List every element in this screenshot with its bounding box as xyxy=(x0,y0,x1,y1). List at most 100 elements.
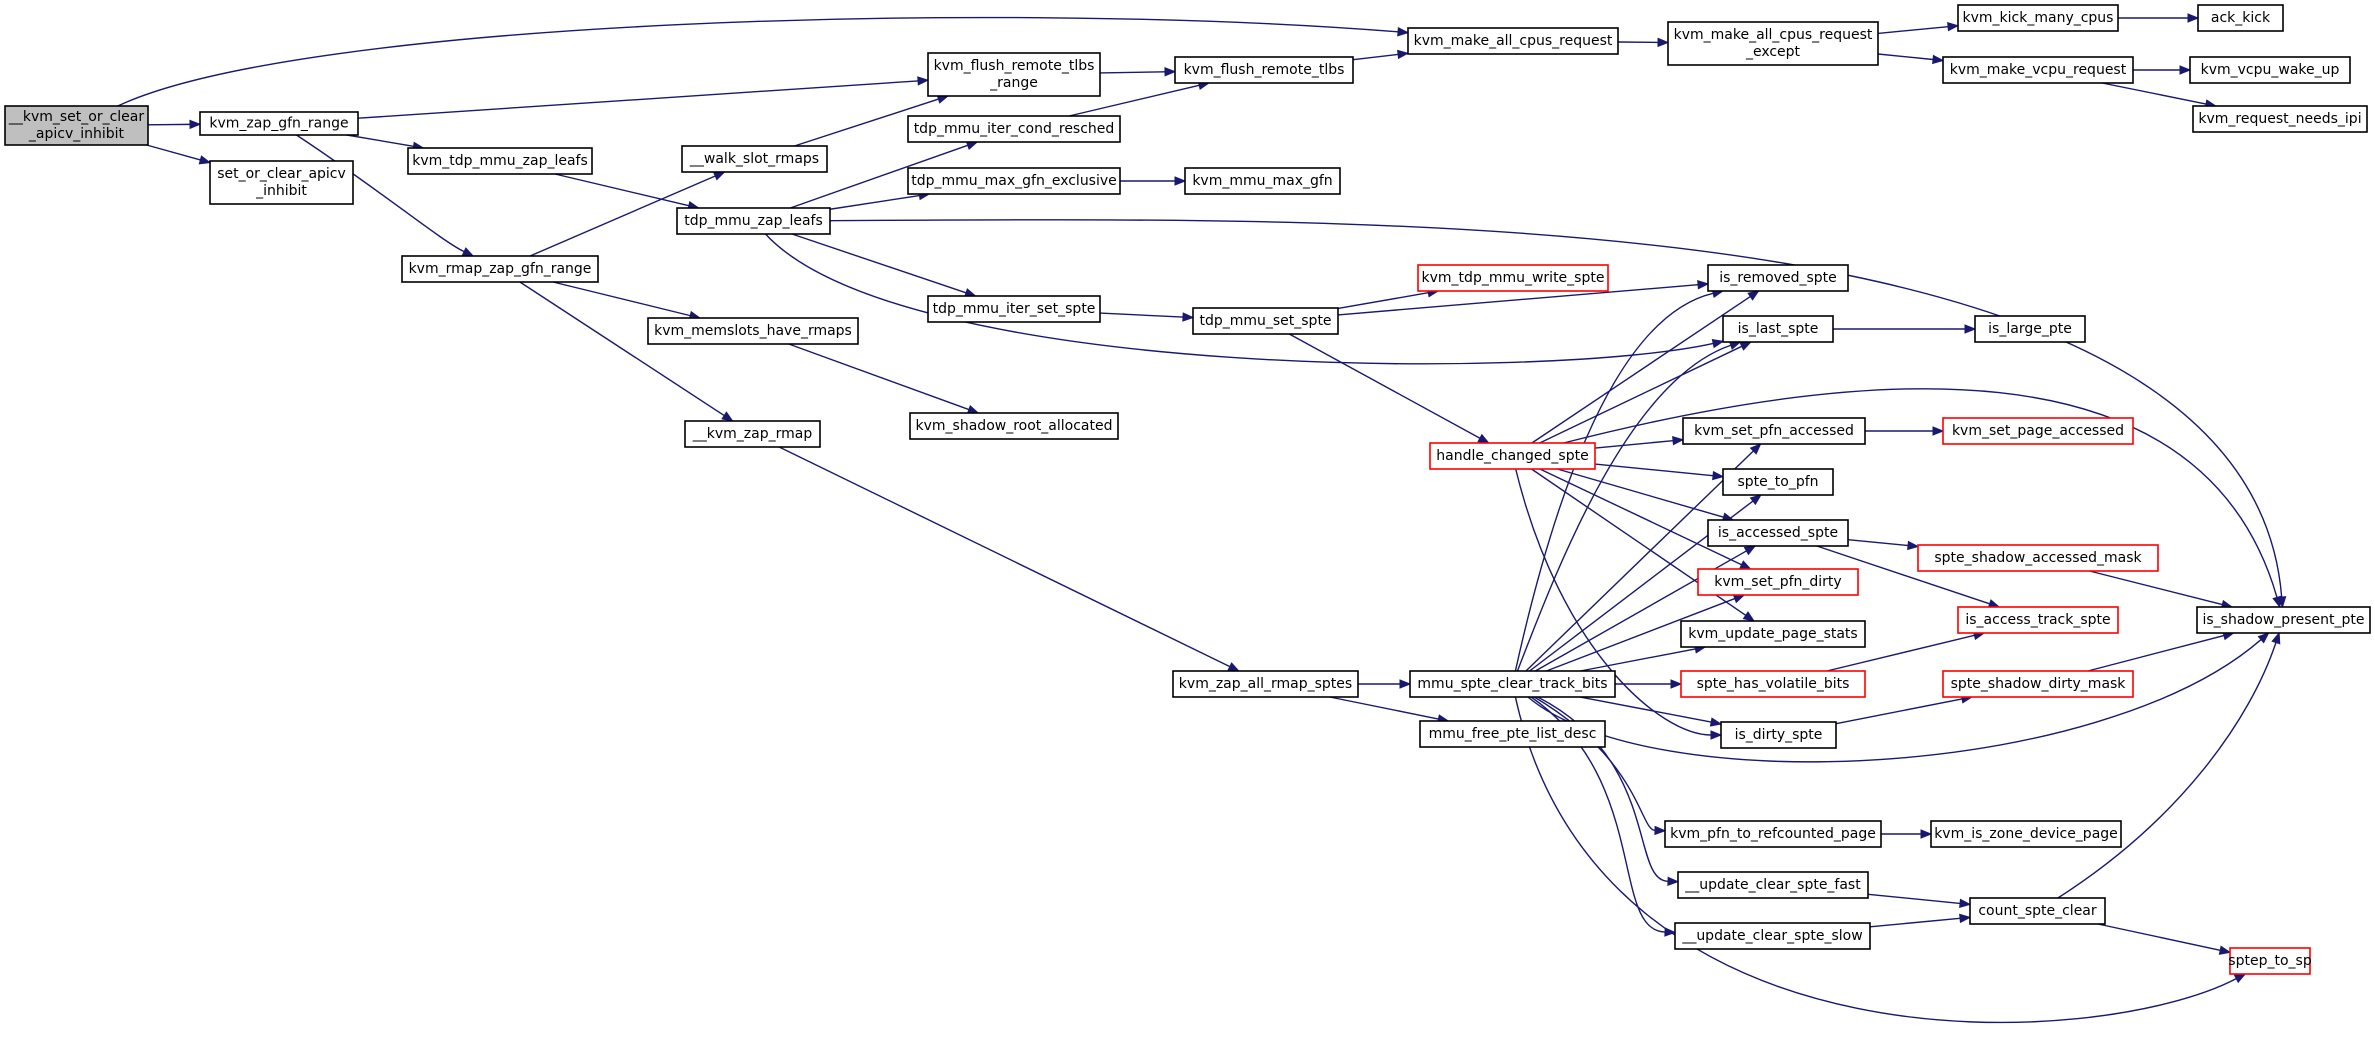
node-box[interactable] xyxy=(1184,167,1341,195)
function-node-kick_many_cpus[interactable]: kvm_kick_many_cpus xyxy=(1957,4,2119,32)
function-node-tdp_mmu_zap_leafs[interactable]: tdp_mmu_zap_leafs xyxy=(676,207,831,235)
node-box[interactable] xyxy=(1174,56,1354,84)
function-node-spte_shadow_dirty_mask[interactable]: spte_shadow_dirty_mask xyxy=(1942,670,2134,698)
node-box[interactable] xyxy=(927,52,1101,97)
node-box[interactable] xyxy=(676,207,831,235)
node-box[interactable] xyxy=(927,295,1101,323)
node-box[interactable] xyxy=(907,167,1121,195)
function-node-shadow_root_allocated[interactable]: kvm_shadow_root_allocated xyxy=(909,412,1119,440)
function-node-is_dirty_spte[interactable]: is_dirty_spte xyxy=(1720,721,1837,749)
function-node-zap_all_rmap_sptes[interactable]: kvm_zap_all_rmap_sptes xyxy=(1172,670,1359,698)
node-box[interactable] xyxy=(2192,105,2368,133)
node-box[interactable] xyxy=(1680,620,1866,648)
node-box[interactable] xyxy=(1697,568,1859,596)
node-box[interactable] xyxy=(1409,670,1616,698)
function-node-spte_has_volatile_bits[interactable]: spte_has_volatile_bits xyxy=(1680,670,1866,698)
function-node-mmu_max_gfn[interactable]: kvm_mmu_max_gfn xyxy=(1184,167,1341,195)
function-node-walk_slot_rmaps[interactable]: __walk_slot_rmaps xyxy=(681,145,828,173)
function-node-memslots_have_rmaps[interactable]: kvm_memslots_have_rmaps xyxy=(647,317,859,345)
function-node-mmu_free_pte_list_desc[interactable]: mmu_free_pte_list_desc xyxy=(1419,720,1606,748)
node-box[interactable] xyxy=(1917,544,2159,572)
node-box[interactable] xyxy=(1664,820,1882,848)
function-node-ack_kick[interactable]: ack_kick xyxy=(2197,4,2284,32)
function-node-count_spte_clear[interactable]: count_spte_clear xyxy=(1969,897,2106,925)
function-node-tdp_zap_leafs[interactable]: kvm_tdp_mmu_zap_leafs xyxy=(407,147,593,175)
node-box[interactable] xyxy=(1674,922,1871,950)
function-node-max_gfn_exclusive[interactable]: tdp_mmu_max_gfn_exclusive xyxy=(907,167,1121,195)
function-node-spte_to_pfn[interactable]: spte_to_pfn xyxy=(1722,468,1834,496)
node-box[interactable] xyxy=(647,317,859,345)
function-node-tdp_mmu_set_spte[interactable]: tdp_mmu_set_spte xyxy=(1192,307,1339,335)
function-node-is_last_spte[interactable]: is_last_spte xyxy=(1722,315,1834,343)
function-node-tdp_mmu_write_spte[interactable]: kvm_tdp_mmu_write_spte xyxy=(1417,264,1609,292)
function-node-cond_resched[interactable]: tdp_mmu_iter_cond_resched xyxy=(907,115,1121,143)
function-node-iter_set_spte[interactable]: tdp_mmu_iter_set_spte xyxy=(927,295,1101,323)
node-box[interactable] xyxy=(1419,720,1606,748)
function-node-zap_gfn_range[interactable]: kvm_zap_gfn_range xyxy=(199,111,359,136)
node-box[interactable] xyxy=(1417,264,1609,292)
node-box[interactable] xyxy=(1680,670,1866,698)
node-box[interactable] xyxy=(681,145,828,173)
function-node-pfn_to_refcounted_page[interactable]: kvm_pfn_to_refcounted_page xyxy=(1664,820,1882,848)
function-node-sptep_to_sp[interactable]: sptep_to_sp xyxy=(2228,947,2312,975)
node-box[interactable] xyxy=(1707,264,1849,292)
function-node-is_zone_device_page[interactable]: kvm_is_zone_device_page xyxy=(1930,820,2122,848)
node-box[interactable] xyxy=(1707,519,1849,547)
function-node-make_vcpu_request[interactable]: kvm_make_vcpu_request xyxy=(1942,56,2134,84)
node-box[interactable] xyxy=(401,255,599,283)
function-node-make_all_cpus_request[interactable]: kvm_make_all_cpus_request xyxy=(1407,27,1619,55)
node-box[interactable] xyxy=(209,160,354,205)
function-node-is_access_track_spte[interactable]: is_access_track_spte xyxy=(1957,606,2119,634)
function-node-is_large_pte[interactable]: is_large_pte xyxy=(1974,315,2086,343)
node-box[interactable] xyxy=(907,115,1121,143)
function-node-handle_changed_spte[interactable]: handle_changed_spte xyxy=(1429,442,1596,470)
node-box[interactable] xyxy=(1722,468,1834,496)
node-box[interactable] xyxy=(1667,21,1879,66)
node-box[interactable] xyxy=(1682,417,1866,445)
node-box[interactable] xyxy=(909,412,1119,440)
node-box[interactable] xyxy=(1942,56,2134,84)
function-node-is_shadow_present_pte[interactable]: is_shadow_present_pte xyxy=(2196,606,2371,634)
node-box[interactable] xyxy=(2189,56,2351,84)
node-box[interactable] xyxy=(1192,307,1339,335)
node-box[interactable] xyxy=(1429,442,1596,470)
function-node-all_cpus_request_except[interactable]: kvm_make_all_cpus_request_except xyxy=(1667,21,1879,66)
function-node-is_removed_spte[interactable]: is_removed_spte xyxy=(1707,264,1849,292)
function-node-vcpu_wake_up[interactable]: kvm_vcpu_wake_up xyxy=(2189,56,2351,84)
node-box[interactable] xyxy=(1720,721,1837,749)
node-box[interactable] xyxy=(2229,947,2311,975)
function-node-spte_shadow_accessed_mask[interactable]: spte_shadow_accessed_mask xyxy=(1917,544,2159,572)
function-node-set_page_accessed[interactable]: kvm_set_page_accessed xyxy=(1942,417,2134,445)
node-box[interactable] xyxy=(1722,315,1834,343)
node-box[interactable] xyxy=(407,147,593,175)
node-box[interactable] xyxy=(2197,4,2284,32)
node-box[interactable] xyxy=(1942,417,2134,445)
function-node-kvm_zap_rmap[interactable]: __kvm_zap_rmap xyxy=(684,420,821,448)
node-box[interactable] xyxy=(1957,4,2119,32)
node-box[interactable] xyxy=(1942,670,2134,698)
function-node-is_accessed_spte[interactable]: is_accessed_spte xyxy=(1707,519,1849,547)
node-box[interactable] xyxy=(1930,820,2122,848)
node-box[interactable] xyxy=(2196,606,2371,634)
node-box[interactable] xyxy=(1172,670,1359,698)
function-node-update_clear_fast[interactable]: __update_clear_spte_fast xyxy=(1677,871,1869,899)
function-node-set_or_clear[interactable]: set_or_clear_apicv_inhibit xyxy=(209,160,354,205)
function-node-set_pfn_dirty[interactable]: kvm_set_pfn_dirty xyxy=(1697,568,1859,596)
function-node-root[interactable]: __kvm_set_or_clear_apicv_inhibit xyxy=(4,105,149,146)
node-box[interactable] xyxy=(1407,27,1619,55)
function-node-rmap_zap_gfn_range[interactable]: kvm_rmap_zap_gfn_range xyxy=(401,255,599,283)
function-node-update_page_stats[interactable]: kvm_update_page_stats xyxy=(1680,620,1866,648)
node-box[interactable] xyxy=(1677,871,1869,899)
function-node-flush_remote_tlbs[interactable]: kvm_flush_remote_tlbs xyxy=(1174,56,1354,84)
node-box[interactable] xyxy=(1974,315,2086,343)
node-box[interactable] xyxy=(684,420,821,448)
node-box[interactable] xyxy=(1957,606,2119,634)
function-node-set_pfn_accessed[interactable]: kvm_set_pfn_accessed xyxy=(1682,417,1866,445)
function-node-update_clear_slow[interactable]: __update_clear_spte_slow xyxy=(1674,922,1871,950)
function-node-mmu_spte_clear_track_bits[interactable]: mmu_spte_clear_track_bits xyxy=(1409,670,1616,698)
function-node-flush_range[interactable]: kvm_flush_remote_tlbs_range xyxy=(927,52,1101,97)
function-node-request_needs_ipi[interactable]: kvm_request_needs_ipi xyxy=(2192,105,2368,133)
node-box[interactable] xyxy=(4,105,149,146)
node-box[interactable] xyxy=(199,111,359,136)
node-box[interactable] xyxy=(1969,897,2106,925)
